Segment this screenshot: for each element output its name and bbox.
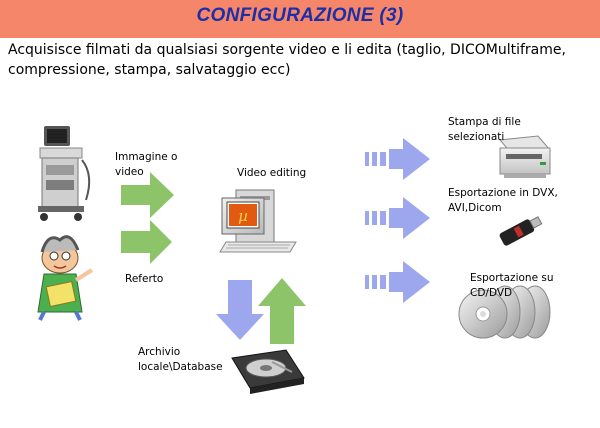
label-video-editing: Video editing bbox=[237, 167, 307, 179]
title-bar bbox=[0, 0, 600, 38]
label-stampa: Stampa di file selezionati bbox=[448, 116, 521, 143]
blue-arrow-down bbox=[216, 280, 264, 340]
label-immagine-video: Immagine o video bbox=[115, 151, 178, 178]
label-esportazione-cd: Esportazione su CD/DVD bbox=[470, 272, 554, 299]
hard-disk-icon bbox=[231, 349, 305, 394]
slide-title: CONFIGURAZIONE (3) bbox=[196, 5, 404, 26]
slide-subtitle: Acquisisce filmati da qualsiasi sorgente… bbox=[8, 42, 566, 78]
label-archivio: Archivio locale\Database bbox=[138, 346, 223, 373]
cd-dvd-stack-icon bbox=[458, 285, 551, 339]
green-arrow-up bbox=[258, 278, 306, 344]
green-arrow-referto-right bbox=[121, 220, 172, 264]
computer-icon: µ bbox=[219, 189, 297, 253]
svg-text:µ: µ bbox=[238, 207, 248, 225]
blue-arrow-dvx bbox=[365, 197, 430, 239]
printer-icon bbox=[499, 135, 551, 178]
ultrasound-machine-icon bbox=[38, 126, 91, 221]
blue-arrow-stampa bbox=[365, 138, 430, 180]
usb-drive-icon bbox=[499, 216, 543, 246]
blue-arrow-cd bbox=[365, 261, 430, 303]
label-referto: Referto bbox=[125, 273, 164, 285]
label-esportazione-dvx: Esportazione in DVX, AVI,Dicom bbox=[448, 187, 558, 214]
green-arrow-video-right bbox=[121, 172, 174, 218]
doctor-cartoon-icon bbox=[37, 235, 94, 321]
